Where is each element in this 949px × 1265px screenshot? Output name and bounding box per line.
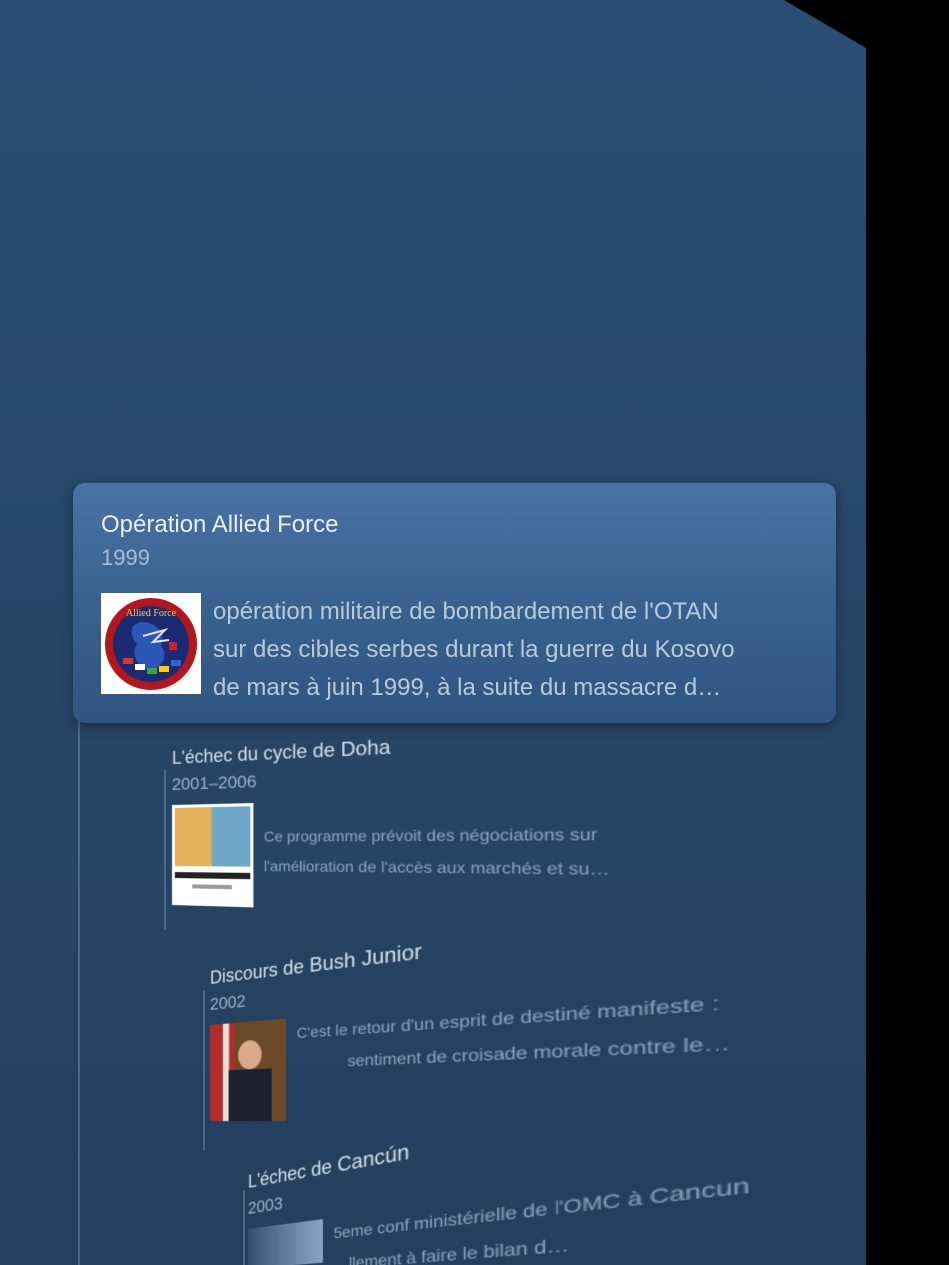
timeline-branch (164, 770, 166, 930)
timeline-panel: Opération Allied Force 1999 Allied Force… (0, 0, 866, 1265)
timeline-branch (243, 1190, 245, 1265)
cancun-thumbnail (248, 1219, 323, 1265)
focused-timeline-card[interactable]: Opération Allied Force 1999 Allied Force… (73, 483, 836, 723)
doha-thumbnail (172, 803, 254, 908)
allied-force-emblem-icon: Allied Force (101, 593, 201, 694)
bush-photo-thumbnail (210, 1018, 287, 1122)
card-year: 1999 (101, 545, 150, 570)
timeline-branch (203, 990, 205, 1150)
card-title: Opération Allied Force (101, 511, 339, 538)
card-description: opération militaire de bombardement de l… (213, 598, 735, 701)
timeline-item-description: Ce programme prévoit des négociations su… (263, 824, 610, 879)
svg-text:Allied Force: Allied Force (126, 608, 177, 619)
timeline-axis (78, 720, 80, 1265)
timeline-item[interactable]: Discours de Bush Junior 2002 C'est le re… (210, 898, 730, 1122)
timeline-item[interactable]: L'échec du cycle de Doha 2001–2006 Ce pr… (172, 724, 610, 918)
